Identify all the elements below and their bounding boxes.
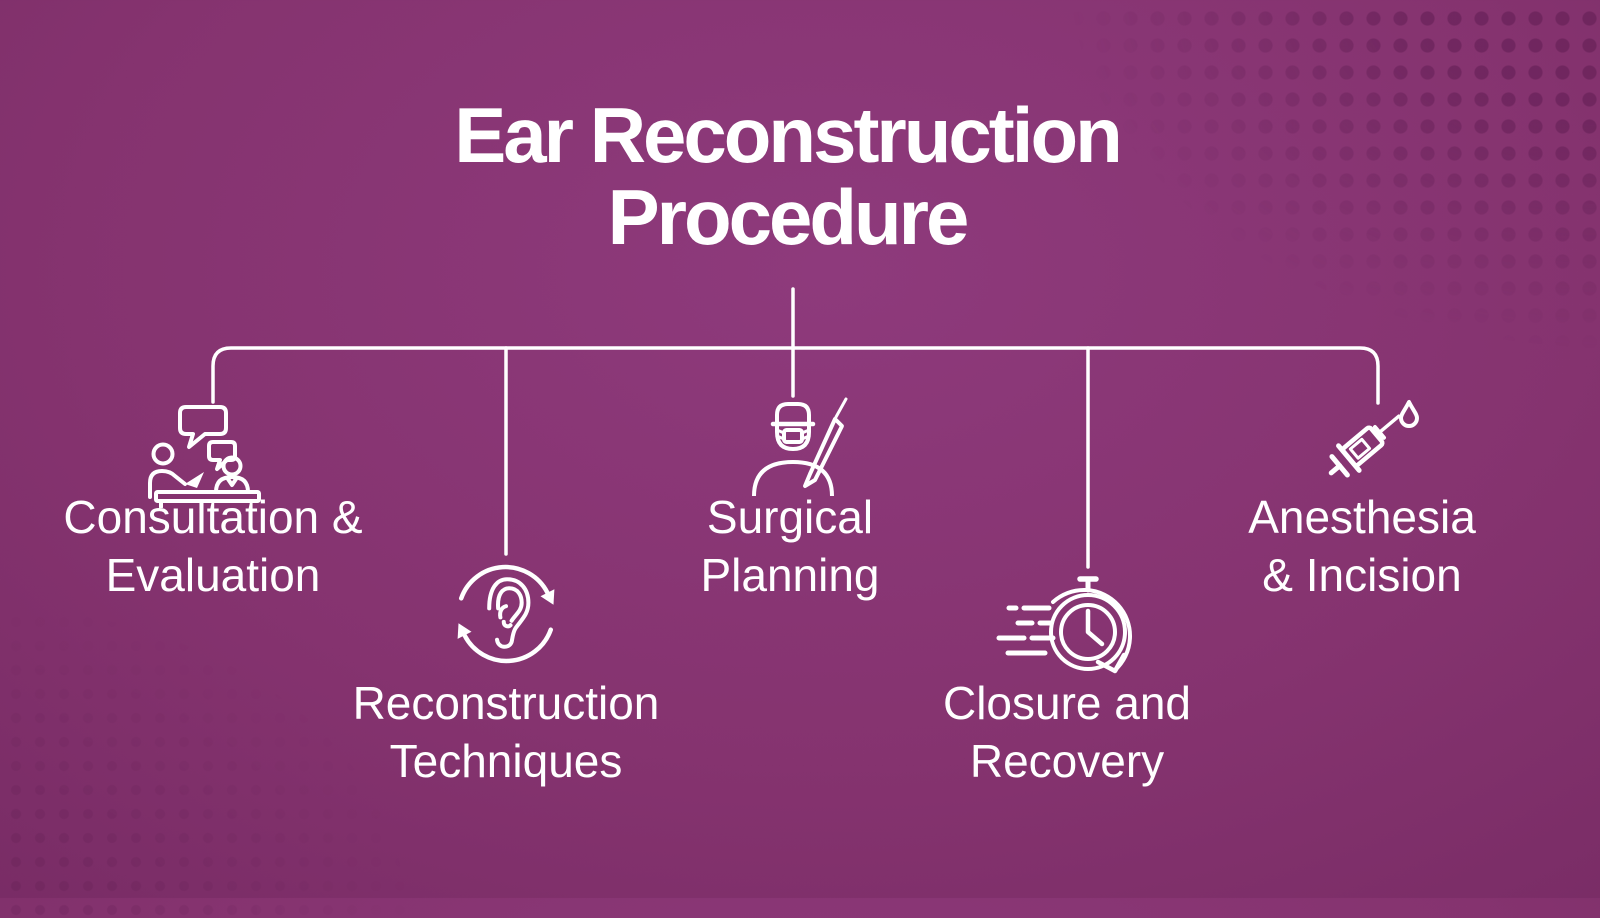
step-label-line: Surgical [706, 491, 874, 543]
fast-stopwatch-icon [991, 560, 1141, 680]
step-label-line: Anesthesia [1248, 491, 1476, 543]
step-label-anesthesia-incision: Anesthesia & Incision [1182, 488, 1542, 604]
step-label-reconstruction-techniques: Reconstruction Techniques [326, 674, 686, 790]
page-title-line2: Procedure [607, 173, 970, 261]
step-label-line: Evaluation [105, 549, 321, 601]
step-label-line: Reconstruction [352, 677, 660, 729]
step-label-line: Closure and [942, 677, 1192, 729]
surgeon-icon [737, 392, 849, 496]
step-label-line: Planning [700, 549, 880, 601]
step-label-line: Consultation & [63, 491, 363, 543]
connector-lines [0, 0, 1600, 898]
step-label-surgical-planning: Surgical Planning [610, 488, 970, 604]
step-label-line: Techniques [389, 735, 623, 787]
step-label-line: Recovery [969, 735, 1165, 787]
step-label-consultation-evaluation: Consultation & Evaluation [33, 488, 393, 604]
consultation-chat-icon [147, 404, 267, 508]
step-label-line: & Incision [1262, 549, 1462, 601]
page-title-line1: Ear Reconstruction [454, 91, 1122, 179]
step-label-closure-recovery: Closure and Recovery [887, 674, 1247, 790]
page-title: Ear Reconstruction Procedure [454, 91, 1122, 261]
ear-cycle-icon [450, 558, 562, 670]
syringe-icon [1312, 382, 1424, 494]
